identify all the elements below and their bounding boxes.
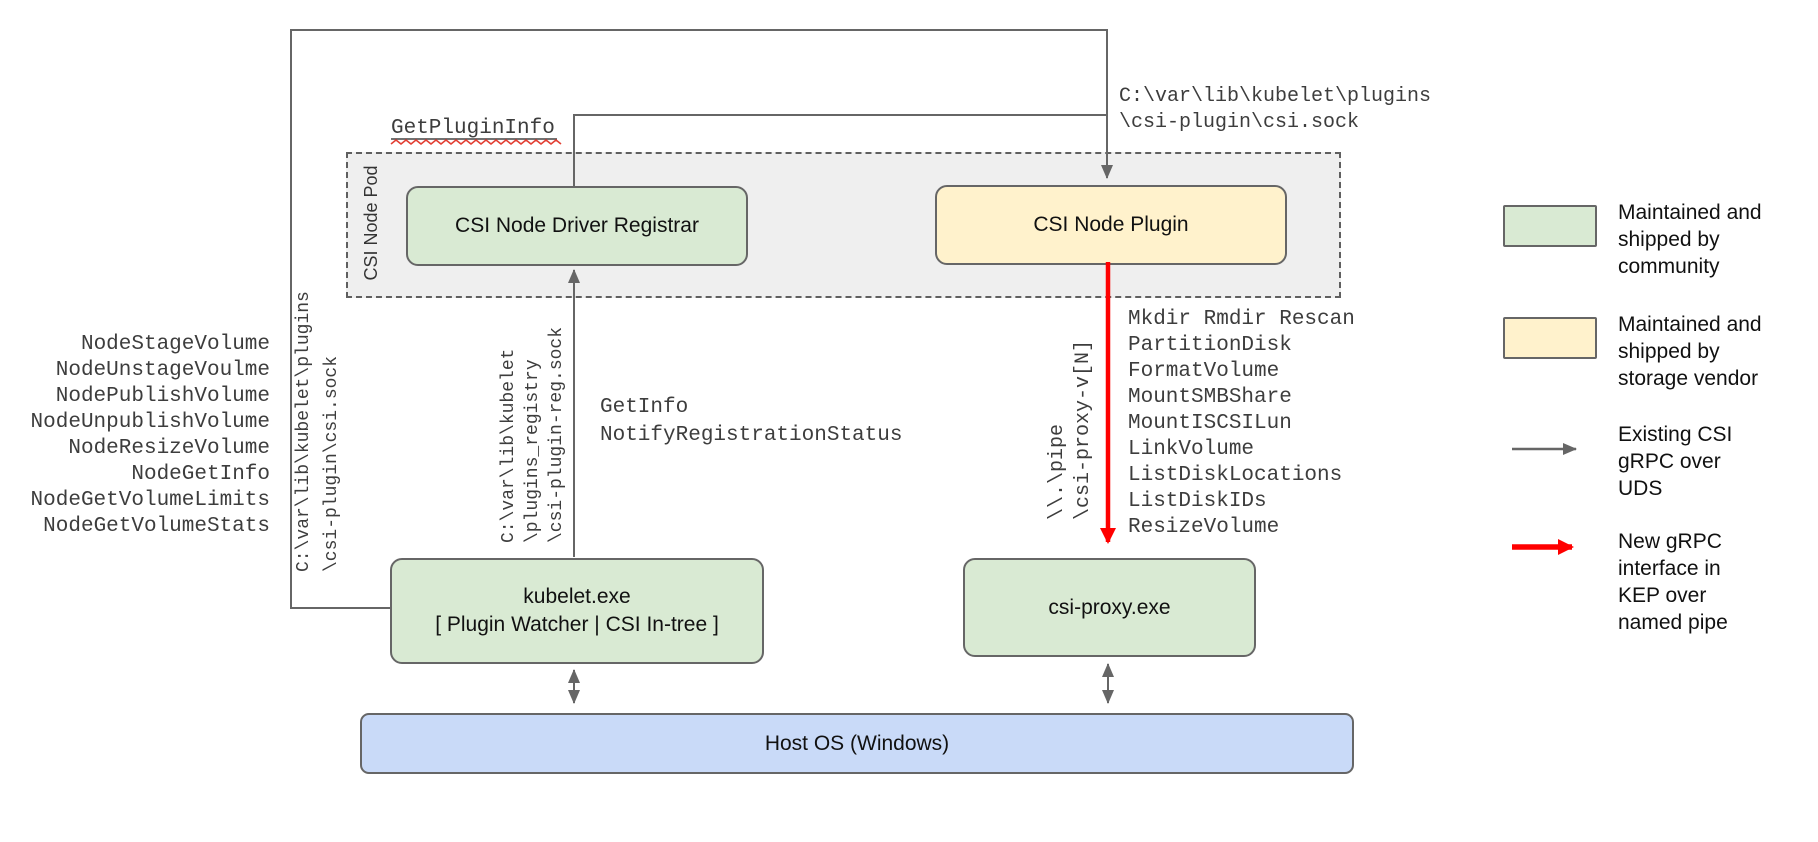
legend-label-community: Maintained and shipped by community — [1618, 199, 1762, 280]
list-item: NodePublishVolume — [55, 385, 270, 408]
csi-node-plugin-box: CSI Node Plugin — [935, 185, 1287, 265]
legend-line: gRPC over — [1618, 450, 1721, 473]
list-item: NodeGetVolumeStats — [43, 515, 270, 538]
socket-path-line: \csi-plugin\csi.sock — [322, 355, 342, 572]
top-right-socket-path: C:\var\lib\kubelet\plugins \csi-plugin\c… — [1119, 84, 1431, 136]
csi-proxy-label: csi-proxy.exe — [1048, 595, 1171, 619]
node-rpc-list: NodeStageVolume NodeUnstageVoulme NodePu… — [30, 332, 270, 540]
left-socket-path-rotated: C:\var\lib\kubelet\plugins \csi-plugin\c… — [290, 272, 346, 572]
legend-swatch-community — [1503, 205, 1597, 247]
legend-line: New gRPC — [1618, 530, 1722, 553]
list-item: MountSMBShare — [1128, 386, 1292, 409]
socket-path-line: \csi-plugin-reg.sock — [547, 326, 567, 543]
spellcheck-squiggle — [390, 138, 562, 146]
list-item: NodeGetVolumeLimits — [30, 489, 270, 512]
legend-line: storage vendor — [1618, 367, 1759, 390]
legend-line: shipped by — [1618, 228, 1720, 251]
legend-label-vendor: Maintained and shipped by storage vendor — [1618, 311, 1762, 392]
list-item: NodeUnstageVoulme — [55, 359, 270, 382]
list-item: NodeGetInfo — [131, 463, 270, 486]
proxy-api-list: Mkdir Rmdir Rescan PartitionDisk FormatV… — [1128, 307, 1355, 541]
list-item: NodeResizeVolume — [68, 437, 270, 460]
csi-node-pod-label: CSI Node Pod — [361, 165, 381, 281]
list-item: ResizeVolume — [1128, 516, 1280, 539]
csi-node-driver-registrar-label: CSI Node Driver Registrar — [455, 214, 699, 237]
legend-line: shipped by — [1618, 340, 1720, 363]
kubelet-label-line2: [ Plugin Watcher | CSI In-tree ] — [435, 613, 719, 636]
legend-swatch-vendor — [1503, 317, 1597, 359]
list-item: MountISCSILun — [1128, 412, 1292, 435]
socket-path-line: C:\var\lib\kubelet\plugins — [294, 291, 314, 572]
rpc-line: GetInfo — [600, 396, 689, 419]
kubelet-box: kubelet.exe [ Plugin Watcher | CSI In-tr… — [390, 558, 764, 664]
socket-path-line: C:\var\lib\kubelet — [499, 348, 519, 543]
legend-line: Maintained and — [1618, 201, 1762, 224]
host-os-box: Host OS (Windows) — [360, 713, 1354, 774]
list-item: ListDiskIDs — [1128, 490, 1267, 513]
kubelet-label-line1: kubelet.exe — [523, 585, 631, 608]
csi-proxy-box: csi-proxy.exe — [963, 558, 1256, 657]
rpc-line: NotifyRegistrationStatus — [600, 424, 903, 447]
csi-node-driver-registrar-box: CSI Node Driver Registrar — [406, 186, 748, 266]
list-item: LinkVolume — [1128, 438, 1255, 461]
host-os-label: Host OS (Windows) — [764, 731, 950, 755]
list-item: PartitionDisk — [1128, 334, 1292, 357]
get-plugin-info-label: GetPluginInfo — [391, 117, 555, 140]
list-item: ListDiskLocations — [1128, 464, 1343, 487]
list-item: Mkdir Rmdir Rescan — [1128, 308, 1355, 331]
legend-label-new-grpc: New gRPC interface in KEP over named pip… — [1618, 528, 1728, 636]
legend-line: UDS — [1618, 477, 1663, 500]
socket-path-line: \plugins_registry — [523, 359, 543, 543]
csi-node-plugin-label: CSI Node Plugin — [1033, 213, 1189, 236]
legend-line: KEP over — [1618, 584, 1707, 607]
legend-label-existing-grpc: Existing CSI gRPC over UDS — [1618, 421, 1732, 502]
pipe-path-line: \csi-proxy-v[N] — [1072, 339, 1095, 520]
list-item: NodeStageVolume — [80, 333, 270, 356]
registration-rpcs: GetInfo NotifyRegistrationStatus — [600, 394, 902, 450]
legend-line: Maintained and — [1618, 313, 1762, 336]
legend-line: named pipe — [1618, 611, 1728, 634]
list-item: FormatVolume — [1128, 360, 1280, 383]
socket-path-line: \csi-plugin\csi.sock — [1119, 111, 1360, 134]
legend-line: community — [1618, 255, 1720, 278]
named-pipe-label-rotated: \\.\pipe \csi-proxy-v[N] — [1045, 320, 1097, 520]
legend-line: Existing CSI — [1618, 423, 1733, 446]
list-item: NodeUnpublishVolume — [30, 411, 270, 434]
registration-socket-path-rotated: C:\var\lib\kubelet \plugins_registry \cs… — [497, 303, 569, 543]
pipe-path-line: \\.\pipe — [1046, 423, 1069, 520]
socket-path-line: C:\var\lib\kubelet\plugins — [1119, 85, 1432, 108]
legend-line: interface in — [1618, 557, 1721, 580]
